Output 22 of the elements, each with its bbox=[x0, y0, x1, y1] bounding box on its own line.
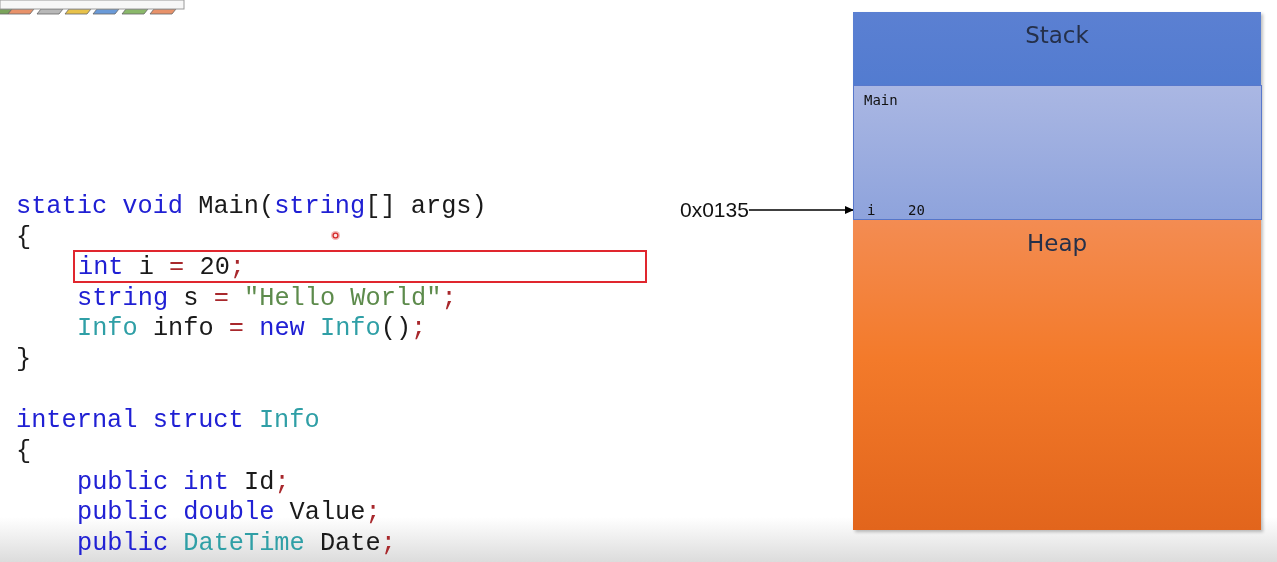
section-title: Heap bbox=[1026, 229, 1088, 257]
heap-region bbox=[853, 220, 1261, 530]
frame-label: Main bbox=[864, 91, 898, 109]
arrow bbox=[748, 206, 855, 214]
code-line: } bbox=[16, 343, 32, 375]
variable-name: i bbox=[867, 201, 876, 219]
code-line: { bbox=[16, 435, 32, 467]
variable-value: 20 bbox=[908, 201, 925, 219]
code-line: public int Id; bbox=[77, 466, 290, 498]
stack-region bbox=[853, 12, 1261, 220]
code-line: string s = "Hello World"; bbox=[77, 282, 457, 314]
code-line: public double Value; bbox=[77, 496, 381, 528]
code-line: { bbox=[16, 221, 32, 253]
code-line: int i = 20; bbox=[78, 252, 246, 283]
section-title: Stack bbox=[1025, 21, 1089, 49]
code-line: static void Main(string[] args) bbox=[16, 190, 487, 222]
code-line: Info info = new Info(); bbox=[77, 312, 427, 344]
stack-frame bbox=[853, 85, 1262, 220]
code-line: public DateTime Date; bbox=[77, 527, 396, 559]
code-line: internal struct Info bbox=[16, 404, 320, 436]
highlight-box bbox=[73, 250, 647, 283]
address-label: 0x0135 bbox=[680, 198, 749, 222]
